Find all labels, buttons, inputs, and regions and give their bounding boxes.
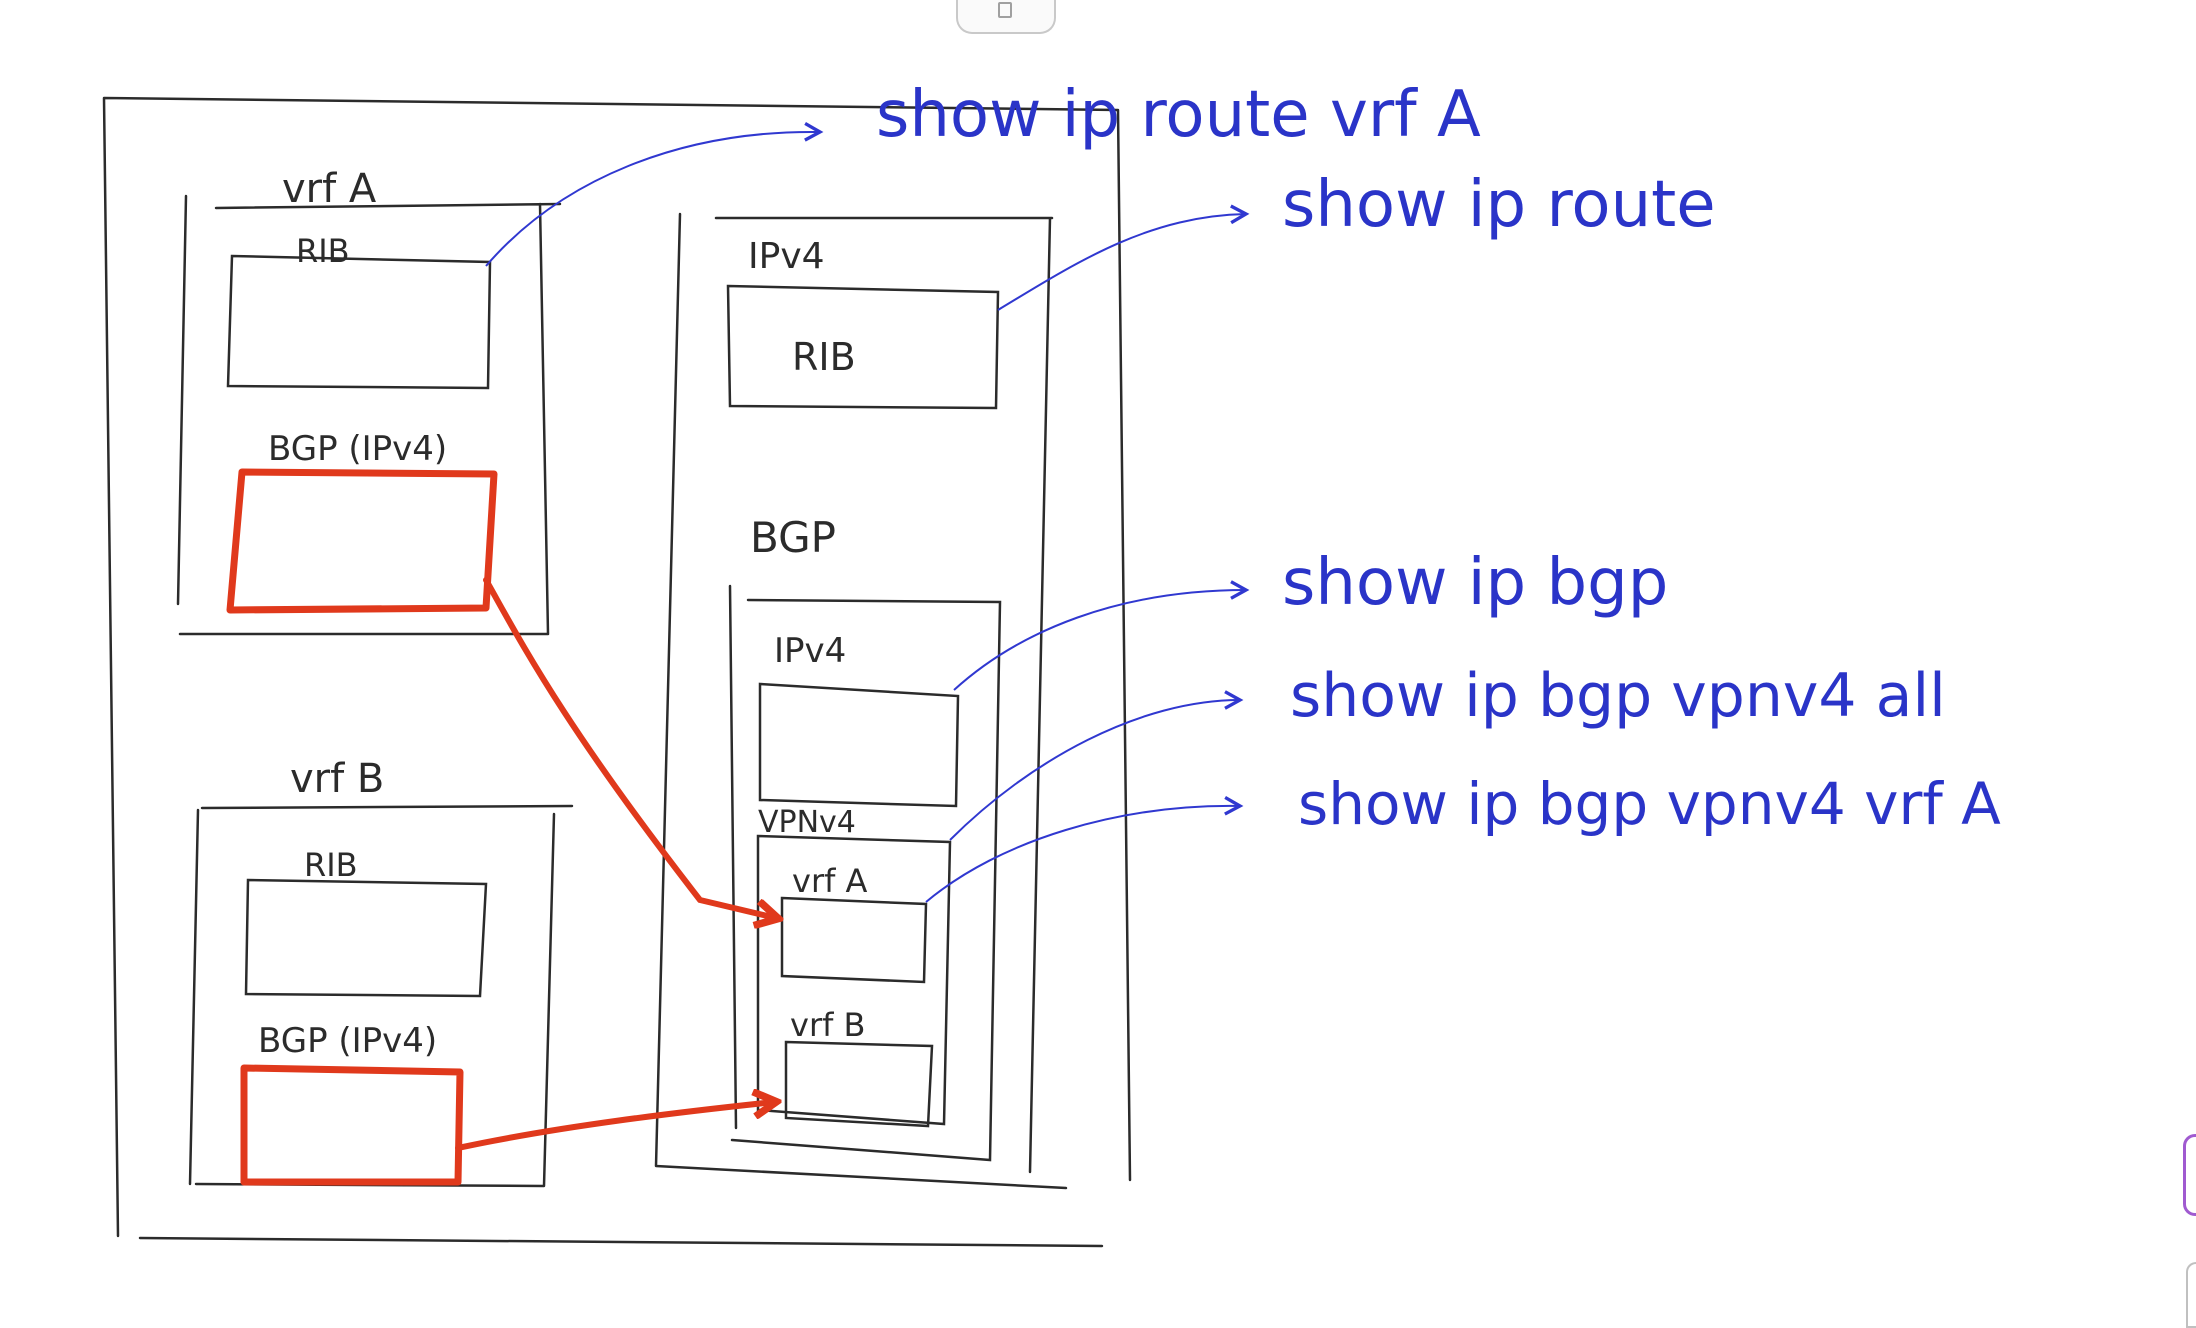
vrf-a-bgp-label: BGP (IPv4): [268, 429, 447, 469]
router-outer-box: [102, 96, 1132, 1248]
command-show-ip-route: show ip route: [1282, 168, 1716, 242]
global-rib-label: RIB: [792, 335, 856, 379]
bgp-box: [728, 584, 1002, 1162]
global-ipv4-label: IPv4: [748, 236, 825, 277]
arrow-show-ip-bgp: [953, 590, 1246, 691]
arrow-vrf-a-to-vpnv4: [483, 577, 776, 918]
bgp-vpnv4-vrf-a-label: vrf A: [792, 862, 868, 900]
top-toolbar-tab[interactable]: [956, 0, 1056, 34]
bgp-ipv4-label: IPv4: [774, 631, 846, 671]
arrow-show-ip-route-vrf-a: [485, 132, 820, 267]
vrf-b-bgp-box-highlight: [240, 1064, 464, 1186]
arrow-show-ip-bgp-vpnv4-vrf-a: [925, 806, 1240, 903]
command-show-ip-bgp: show ip bgp: [1282, 546, 1668, 620]
vrf-a-rib-label: RIB: [296, 232, 350, 270]
arrow-vrf-b-to-vpnv4: [455, 1102, 774, 1151]
arrow-show-ip-route: [997, 214, 1246, 311]
bgp-vpnv4-vrf-b-label: vrf B: [790, 1006, 865, 1044]
vrf-b-rib-box: [244, 878, 488, 998]
global-rib-box: [726, 284, 1000, 410]
side-panel-handle[interactable]: [2183, 1134, 2196, 1216]
vrf-b-bgp-label: BGP (IPv4): [258, 1021, 437, 1061]
bgp-vpnv4-vrf-b-box: [784, 1040, 934, 1128]
command-show-ip-bgp-vpnv4-vrf-a: show ip bgp vpnv4 vrf A: [1298, 770, 2001, 838]
bgp-vpnv4-label: VPNv4: [758, 805, 856, 840]
arrow-show-ip-bgp-vpnv4-all: [949, 700, 1240, 841]
vrf-b-label: vrf B: [290, 756, 384, 802]
page-icon: [998, 2, 1012, 18]
vrf-b-group: vrf B RIB BGP (IPv4): [188, 756, 574, 1188]
vrf-b-box: [188, 804, 574, 1188]
vrf-a-rib-box: [226, 254, 492, 390]
global-group: IPv4 RIB BGP IPv4 VPNv4 vrf A vrf B: [654, 212, 1068, 1190]
command-show-ip-route-vrf-a: show ip route vrf A: [876, 78, 1481, 152]
vrf-a-box: [176, 194, 562, 636]
global-box: [654, 212, 1068, 1190]
vrf-a-group: vrf A RIB BGP (IPv4): [176, 166, 562, 636]
vrf-a-bgp-box-highlight: [226, 468, 498, 614]
vrf-a-label: vrf A: [282, 166, 377, 212]
vrf-b-rib-label: RIB: [304, 846, 358, 884]
bgp-ipv4-box: [758, 682, 960, 808]
bgp-vpnv4-vrf-a-box: [780, 896, 928, 984]
bgp-label: BGP: [750, 513, 836, 562]
command-show-ip-bgp-vpnv4-all: show ip bgp vpnv4 all: [1290, 661, 1946, 731]
bgp-vpnv4-box: [756, 834, 952, 1126]
